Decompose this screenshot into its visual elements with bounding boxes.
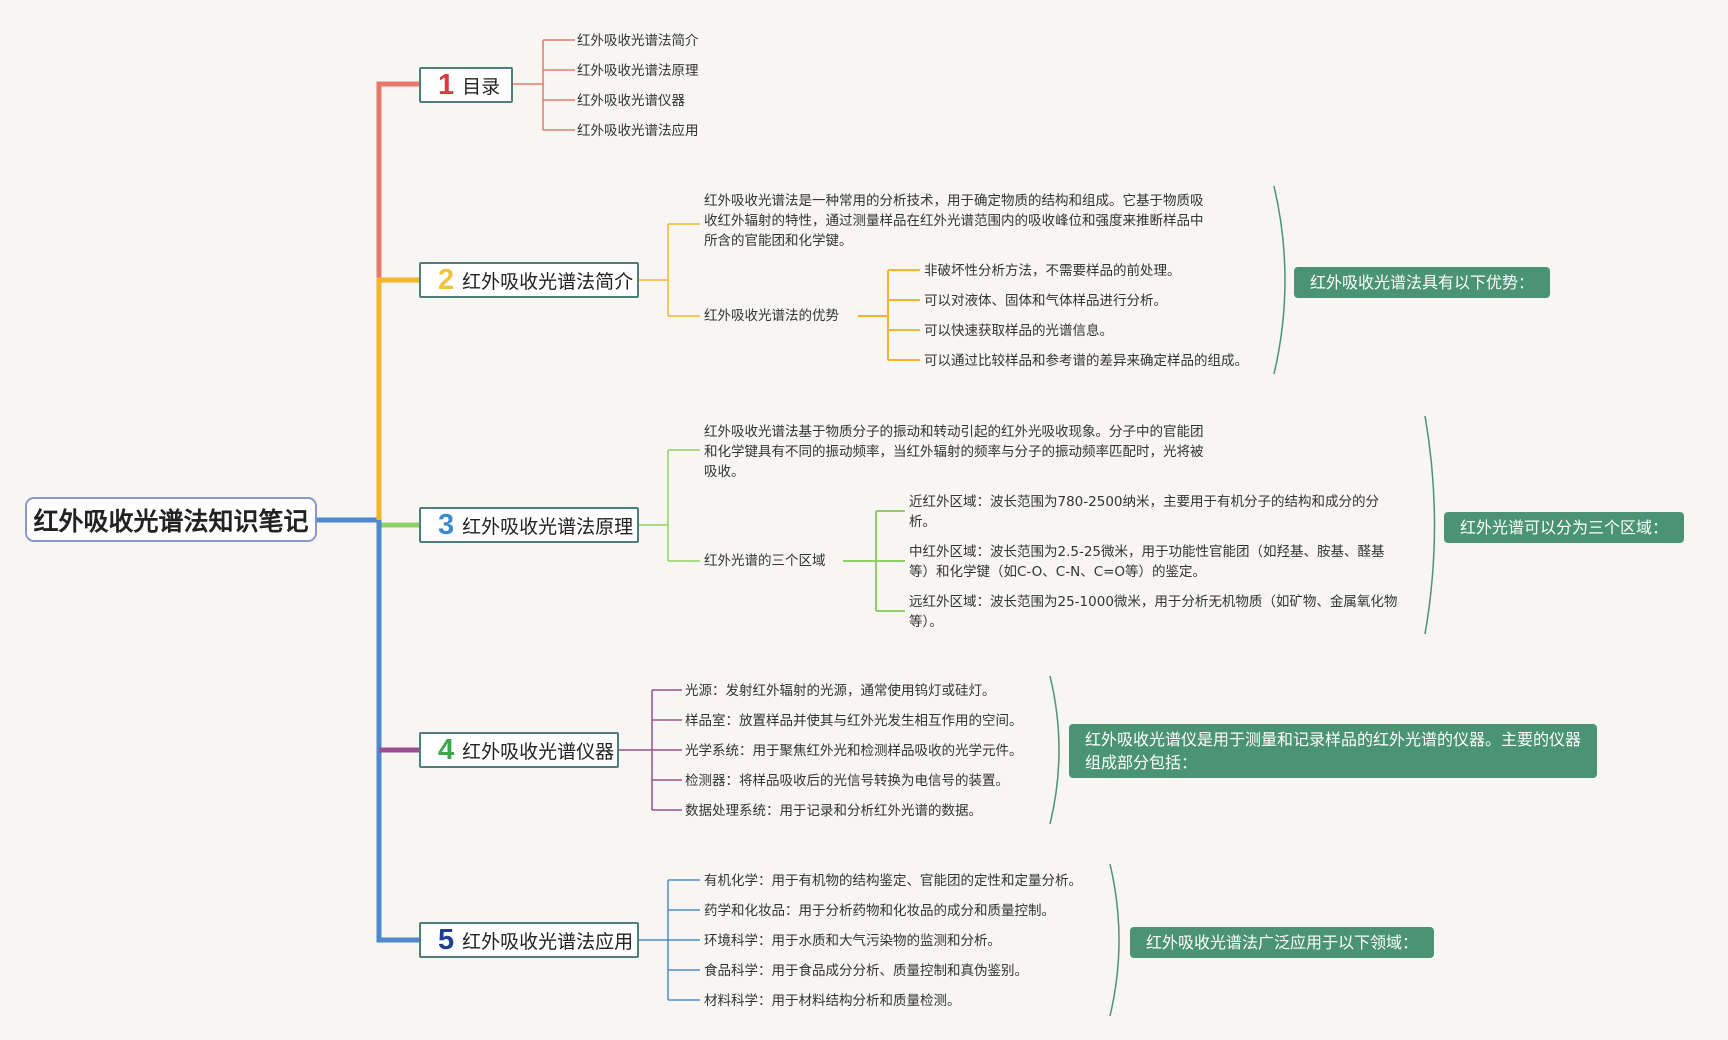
summary-brace-5 (1109, 863, 1120, 1017)
summary-brace-4 (1049, 675, 1060, 825)
summary-brace-2 (1273, 185, 1286, 375)
branch-label: 红外吸收光谱仪器 (462, 740, 615, 763)
branch-node-1[interactable]: 1 目录 (419, 67, 513, 103)
branch-number: 5 (438, 923, 455, 956)
instrument-item[interactable]: 数据处理系统：用于记录和分析红外光谱的数据。 (685, 803, 982, 819)
advantage-item[interactable]: 非破坏性分析方法，不需要样品的前处理。 (924, 263, 1181, 279)
branch-label: 红外吸收光谱法应用 (462, 930, 634, 953)
root-node[interactable]: 红外吸收光谱法知识笔记 (25, 497, 317, 542)
branch-number: 4 (438, 733, 455, 766)
branch-label: 红外吸收光谱法简介 (462, 270, 634, 293)
regions-label[interactable]: 红外光谱的三个区域 (704, 553, 826, 569)
branch-number: 1 (438, 68, 455, 101)
principle-paragraph: 红外吸收光谱法基于物质分子的振动和转动引起的红外光吸收现象。分子中的官能团和化学… (704, 424, 1204, 480)
toc-item[interactable]: 红外吸收光谱法原理 (577, 63, 699, 79)
advantages-label[interactable]: 红外吸收光谱法的优势 (704, 308, 839, 324)
branch-number: 2 (438, 263, 455, 296)
trunk-segment-5 (376, 520, 419, 943)
branch-number: 3 (438, 508, 455, 541)
region-item[interactable]: 远红外区域：波长范围为25-1000微米，用于分析无机物质（如矿物、金属氧化物等… (909, 594, 1398, 630)
branch-node-5[interactable]: 5 红外吸收光谱法应用 (419, 922, 639, 958)
branch-label: 目录 (462, 75, 501, 98)
summary-badge-5: 红外吸收光谱法广泛应用于以下领域： (1130, 927, 1435, 958)
advantage-item[interactable]: 可以对液体、固体和气体样品进行分析。 (924, 293, 1167, 309)
intro-paragraph: 红外吸收光谱法是一种常用的分析技术，用于确定物质的结构和组成。它基于物质吸收红外… (704, 193, 1204, 249)
application-item[interactable]: 食品科学：用于食品成分分析、质量控制和真伪鉴别。 (704, 963, 1028, 979)
trunk-segment-2 (376, 277, 419, 520)
instrument-item[interactable]: 光源：发射红外辐射的光源，通常使用钨灯或硅灯。 (685, 683, 996, 699)
branch-node-3[interactable]: 3 红外吸收光谱法原理 (419, 507, 639, 543)
application-item[interactable]: 有机化学：用于有机物的结构鉴定、官能团的定性和定量分析。 (704, 873, 1082, 889)
branch-node-2[interactable]: 2 红外吸收光谱法简介 (419, 262, 639, 298)
region-item[interactable]: 近红外区域：波长范围为780-2500纳米，主要用于有机分子的结构和成分的分析。 (909, 494, 1379, 530)
toc-item[interactable]: 红外吸收光谱法应用 (577, 123, 699, 139)
toc-item[interactable]: 红外吸收光谱仪器 (577, 93, 685, 109)
instrument-item[interactable]: 样品室：放置样品并使其与红外光发生相互作用的空间。 (685, 713, 1023, 729)
trunk-segment-1 (376, 81, 419, 520)
toc-item[interactable]: 红外吸收光谱法简介 (577, 33, 699, 49)
region-item[interactable]: 中红外区域：波长范围为2.5-25微米，用于功能性官能团（如羟基、胺基、醛基等）… (909, 544, 1385, 580)
application-item[interactable]: 材料科学：用于材料结构分析和质量检测。 (704, 993, 961, 1009)
summary-badge-3: 红外光谱可以分为三个区域： (1444, 512, 1685, 543)
application-item[interactable]: 环境科学：用于水质和大气污染物的监测和分析。 (704, 933, 1001, 949)
summary-brace-3 (1424, 415, 1436, 635)
summary-badge-4: 红外吸收光谱仪是用于测量和记录样品的红外光谱的仪器。主要的仪器组成部分包括： (1069, 724, 1597, 778)
advantage-item[interactable]: 可以快速获取样品的光谱信息。 (924, 323, 1113, 339)
advantage-item[interactable]: 可以通过比较样品和参考谱的差异来确定样品的组成。 (924, 353, 1248, 369)
branch-label: 红外吸收光谱法原理 (462, 515, 634, 538)
instrument-item[interactable]: 光学系统：用于聚焦红外光和检测样品吸收的光学元件。 (685, 743, 1023, 759)
summary-badge-2: 红外吸收光谱法具有以下优势： (1294, 267, 1551, 298)
instrument-item[interactable]: 检测器：将样品吸收后的光信号转换为电信号的装置。 (685, 773, 1009, 789)
application-item[interactable]: 药学和化妆品：用于分析药物和化妆品的成分和质量控制。 (704, 903, 1055, 919)
branch-node-4[interactable]: 4 红外吸收光谱仪器 (419, 732, 619, 768)
